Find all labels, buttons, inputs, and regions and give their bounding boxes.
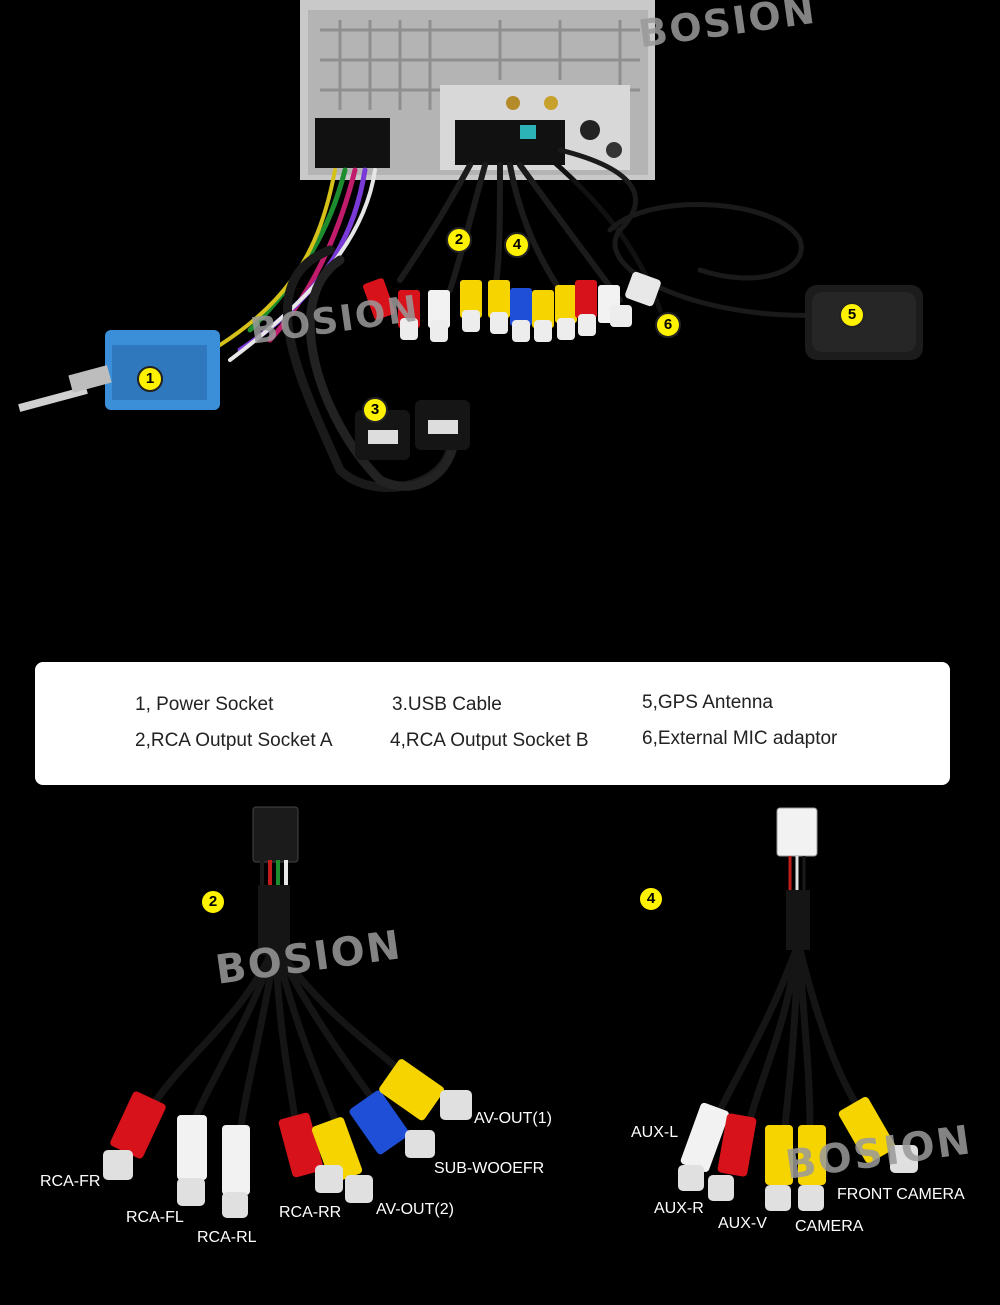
power-socket-connector	[18, 330, 220, 412]
marker-rca-socket-b: 4	[504, 232, 530, 258]
label-sub-woofer: SUB-WOOEFR	[434, 1160, 545, 1177]
marker-socket-a: 2	[200, 889, 226, 915]
label-rca-fr: RCA-FR	[40, 1173, 101, 1190]
marker-rca-socket-a: 2	[446, 227, 472, 253]
rca-socket-a-illustration	[103, 806, 472, 1218]
label-camera: CAMERA	[795, 1218, 864, 1235]
label-aux-v: AUX-V	[718, 1215, 767, 1232]
label-rca-fl: RCA-FL	[126, 1209, 184, 1226]
label-rca-rl: RCA-RL	[197, 1229, 257, 1246]
rca-socket-b-illustration	[678, 807, 918, 1211]
legend-usb-cable: 3.USB Cable	[392, 694, 502, 715]
marker-power-socket: 1	[137, 366, 163, 392]
label-av-out-2: AV-OUT(2)	[376, 1201, 454, 1218]
legend-mic-adaptor: 6,External MIC adaptor	[642, 728, 838, 749]
usb-connectors	[355, 400, 470, 460]
label-front-camera: FRONT CAMERA	[837, 1186, 965, 1203]
marker-gps-antenna: 5	[839, 302, 865, 328]
mic-adaptor	[625, 271, 661, 307]
head-unit-photo	[18, 0, 923, 492]
label-aux-l: AUX-L	[631, 1124, 679, 1141]
label-rca-rr: RCA-RR	[279, 1204, 342, 1221]
legend-rca-socket-a: 2,RCA Output Socket A	[135, 730, 333, 751]
label-av-out-1: AV-OUT(1)	[474, 1110, 552, 1127]
legend-rca-socket-b: 4,RCA Output Socket B	[390, 730, 589, 751]
marker-socket-b: 4	[638, 886, 664, 912]
label-aux-r: AUX-R	[654, 1200, 704, 1217]
marker-mic-adaptor: 6	[655, 312, 681, 338]
gps-antenna	[805, 285, 923, 360]
rca-plugs-top	[363, 278, 632, 342]
marker-usb-cable: 3	[362, 397, 388, 423]
legend-power-socket: 1, Power Socket	[135, 694, 274, 715]
legend-gps-antenna: 5,GPS Antenna	[642, 692, 773, 713]
legend-card: 1, Power Socket 2,RCA Output Socket A 3.…	[35, 662, 950, 785]
head-unit-chassis	[300, 0, 655, 180]
